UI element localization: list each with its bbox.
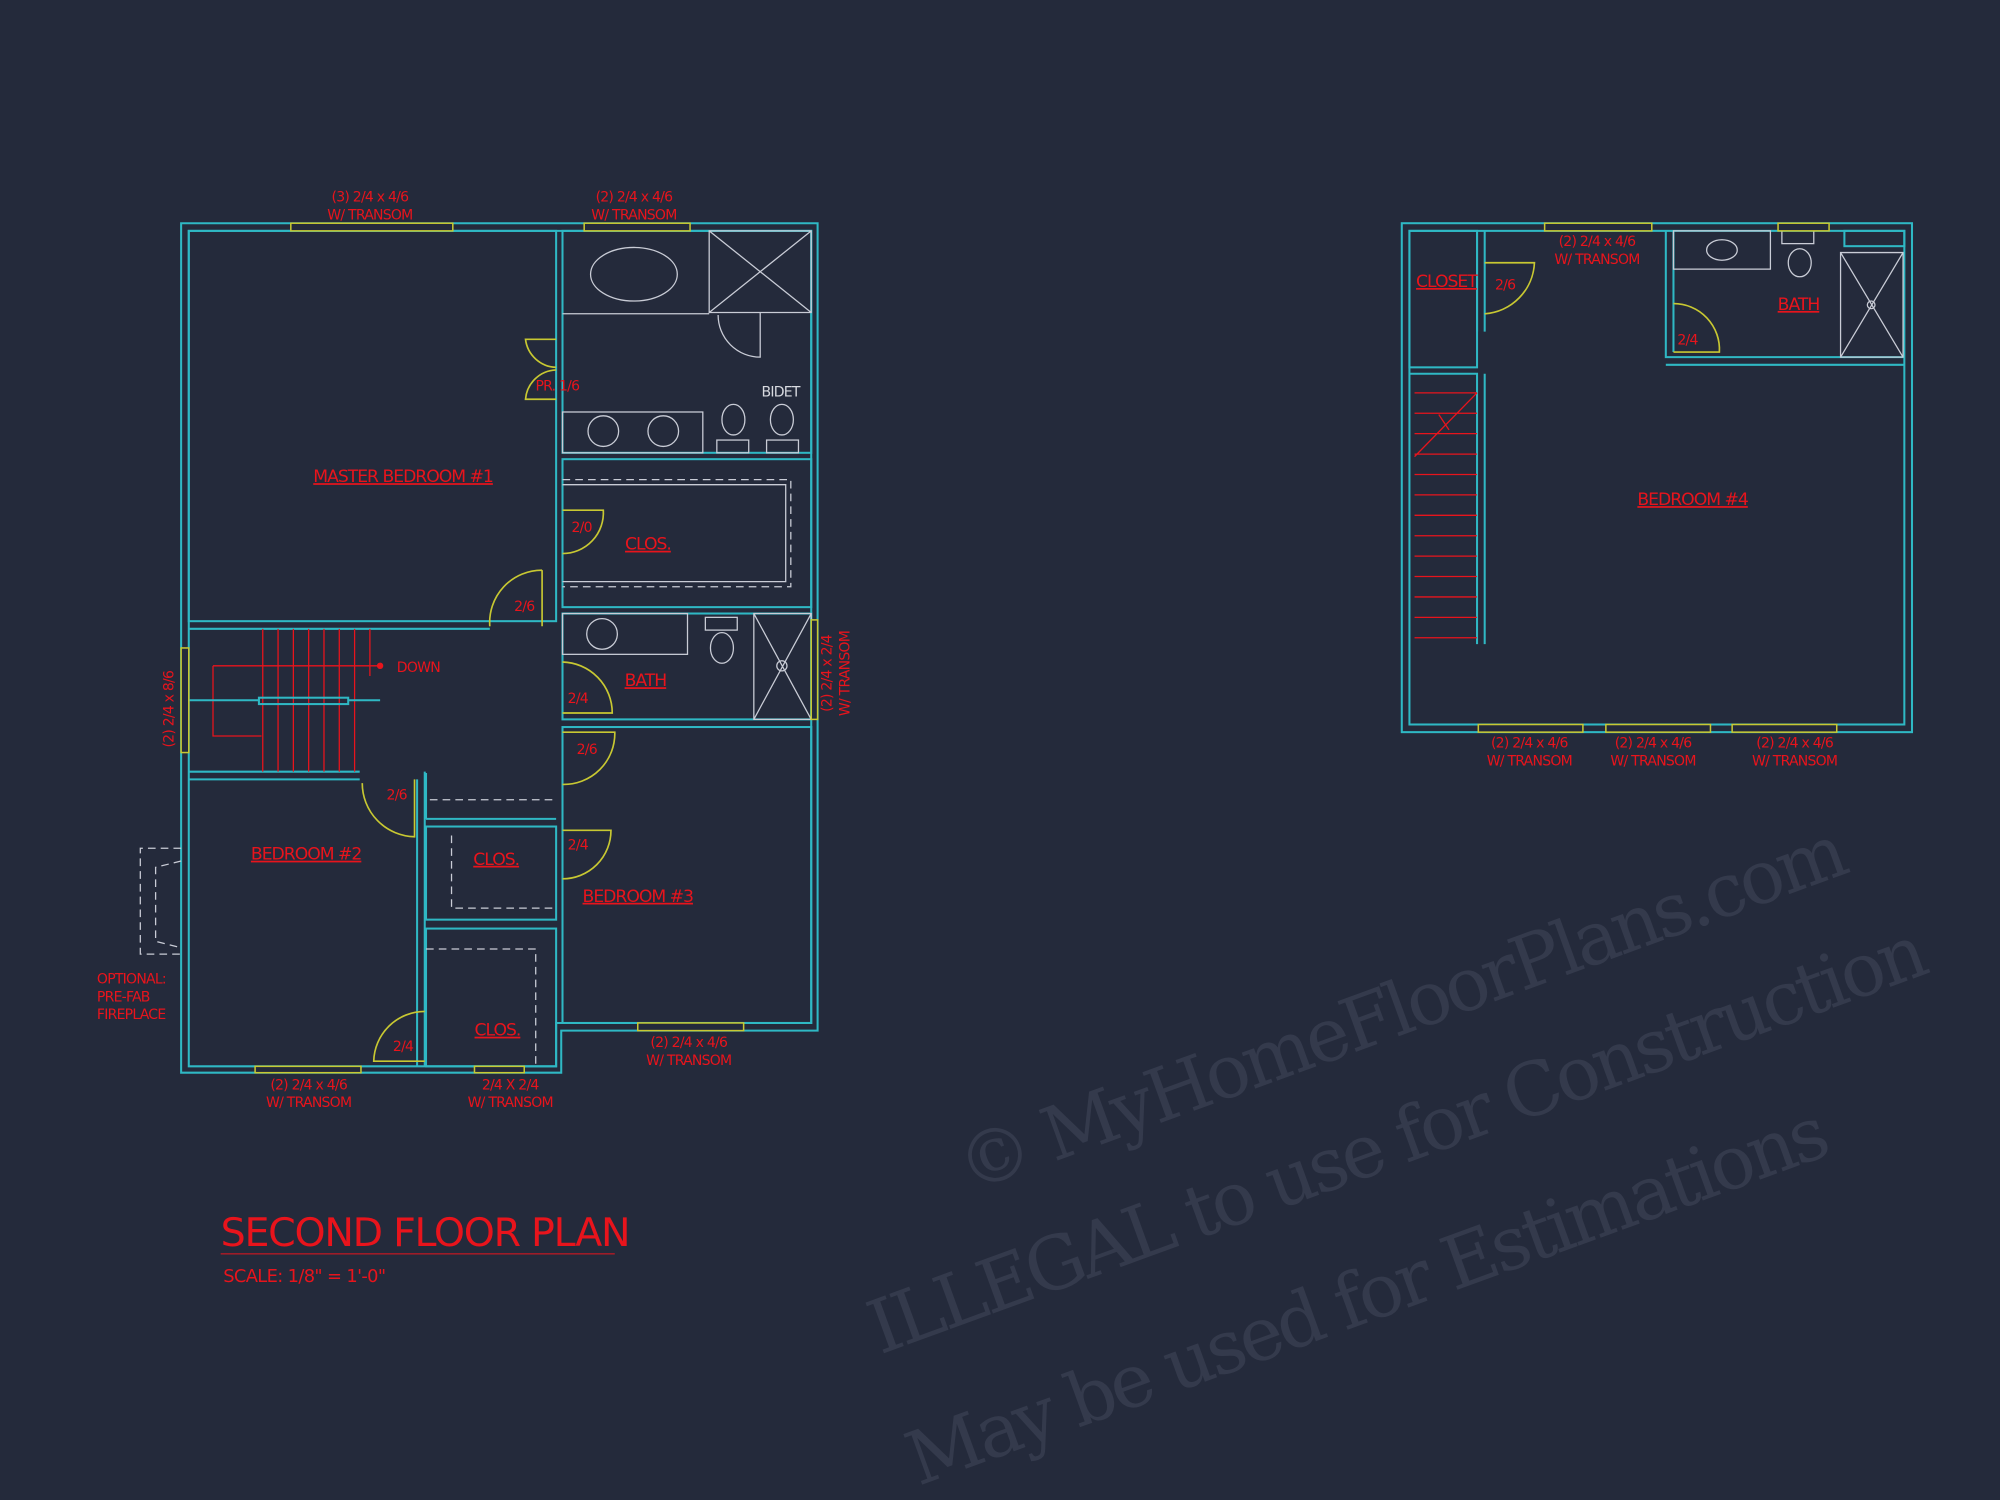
bidet-label: BIDET: [762, 385, 801, 401]
window-label: W/ TRANSOM: [266, 1095, 351, 1111]
window-bath: [1777, 222, 1830, 232]
drawing-scale: SCALE: 1/8" = 1'-0": [223, 1266, 385, 1287]
exterior-wall-outer: [180, 222, 819, 1074]
window-bottom-3: [1731, 723, 1838, 733]
window-closet-bottom: [473, 1065, 525, 1074]
door-bath: [1673, 302, 1721, 353]
room-bath: BATH: [625, 671, 667, 691]
window-label: W/ TRANSOM: [1487, 753, 1572, 769]
door-label: 2/6: [577, 742, 598, 758]
door-label: 2/6: [514, 599, 535, 615]
shower-door: [717, 312, 761, 358]
door-master-closet: [562, 509, 605, 555]
room-closet-b2: CLOS.: [473, 850, 519, 870]
window-label: W/ TRANSOM: [1554, 252, 1639, 268]
closet-b2-wall: [425, 825, 558, 921]
window-top: [1543, 222, 1653, 232]
window-label: (2) 2/4 x 4/6: [650, 1035, 728, 1051]
fireplace-note: FIREPLACE: [97, 1007, 165, 1023]
bath-toilet-tank: [704, 616, 738, 631]
bath-tub-icon: [561, 612, 689, 655]
window-label: (2) 2/4 x 2/4: [820, 634, 836, 712]
window-top-left: [290, 222, 454, 232]
window-label: (3) 2/4 x 4/6: [332, 190, 410, 206]
room-closet-b3: CLOS.: [475, 1021, 521, 1041]
fireplace-note: PRE-FAB: [97, 989, 150, 1005]
window-label: W/ TRANSOM: [837, 631, 853, 716]
room-closet: CLOSET: [1416, 272, 1478, 292]
window-label: (2) 2/4 x 4/6: [1491, 735, 1569, 751]
door-pr: [524, 338, 557, 401]
door-label: 2/6: [1495, 278, 1516, 294]
window-bedroom3-bottom: [636, 1022, 745, 1032]
stair-down-label: DOWN: [397, 660, 440, 676]
room-bath: BATH: [1778, 295, 1820, 315]
bath-toilet-icon: [709, 632, 735, 664]
door-closet-b2: [372, 1010, 425, 1063]
door-master: [488, 569, 543, 627]
staircase: [188, 628, 384, 772]
door-label: 2/4: [1677, 332, 1698, 348]
door-label: 2/4: [568, 691, 589, 707]
door-label: 2/6: [387, 788, 408, 804]
shower-icon: [1839, 251, 1904, 358]
window-top-right: [583, 222, 691, 232]
door-bedroom2: [361, 779, 416, 838]
bidet-icon: [769, 403, 795, 436]
window-label: (2) 2/4 x 4/6: [1559, 234, 1637, 250]
window-bottom-1: [1477, 723, 1584, 733]
door-label: PR. 1/6: [535, 378, 580, 394]
drawing-title: SECOND FLOOR PLAN: [221, 1210, 630, 1256]
window-stair-side: [180, 647, 190, 754]
door-label: 2/4: [393, 1039, 414, 1055]
toilet-icon: [721, 403, 746, 436]
master-closet-wall: [561, 458, 813, 609]
left-floor-plan: BIDET DOWN: [97, 190, 854, 1112]
window-label: W/ TRANSOM: [591, 207, 676, 223]
window-bottom-2: [1605, 723, 1712, 733]
window-label: (2) 2/4 x 8/6: [161, 670, 177, 748]
window-label: (2) 2/4 x 4/6: [1615, 735, 1693, 751]
shower-icon: [562, 230, 812, 315]
closet-shelf: [562, 478, 792, 588]
door-closet: [1484, 261, 1536, 315]
room-bedroom-2: BEDROOM #2: [251, 845, 361, 865]
window-label: (2) 2/4 x 4/6: [596, 190, 674, 206]
room-bedroom-3: BEDROOM #3: [583, 887, 693, 907]
room-master-bedroom: MASTER BEDROOM #1: [313, 467, 493, 487]
window-label: (2) 2/4 x 4/6: [1756, 735, 1834, 751]
door-closet-b3: [562, 829, 612, 880]
window-label: (2) 2/4 x 4/6: [270, 1077, 348, 1093]
window-label: W/ TRANSOM: [1610, 753, 1695, 769]
door-bedroom3: [562, 731, 616, 786]
window-label: W/ TRANSOM: [327, 207, 412, 223]
room-master-closet: CLOS.: [625, 535, 671, 555]
window-label: W/ TRANSOM: [646, 1053, 731, 1069]
window-label: W/ TRANSOM: [1752, 753, 1837, 769]
vanity-icon: [561, 411, 704, 454]
staircase: [1414, 392, 1478, 639]
window-label: 2/4 X 2/4: [482, 1077, 540, 1093]
stair-wall: [1409, 372, 1486, 645]
right-floor-plan: CLOSET 2/6 (2) 2/4 x 4/6 W/ TRANSOM BATH…: [1400, 222, 1914, 769]
bathtub-icon: [589, 246, 678, 302]
fireplace-note: OPTIONAL:: [97, 971, 166, 987]
window-bath-side: [810, 619, 819, 721]
window-label: W/ TRANSOM: [468, 1095, 553, 1111]
door-label: 2/4: [568, 837, 589, 853]
bedroom2-wall: [188, 771, 426, 1067]
door-label: 2/0: [571, 520, 591, 536]
room-bedroom-4: BEDROOM #4: [1637, 490, 1747, 510]
window-bedroom2-bottom: [254, 1065, 362, 1074]
door-bath: [562, 661, 614, 714]
